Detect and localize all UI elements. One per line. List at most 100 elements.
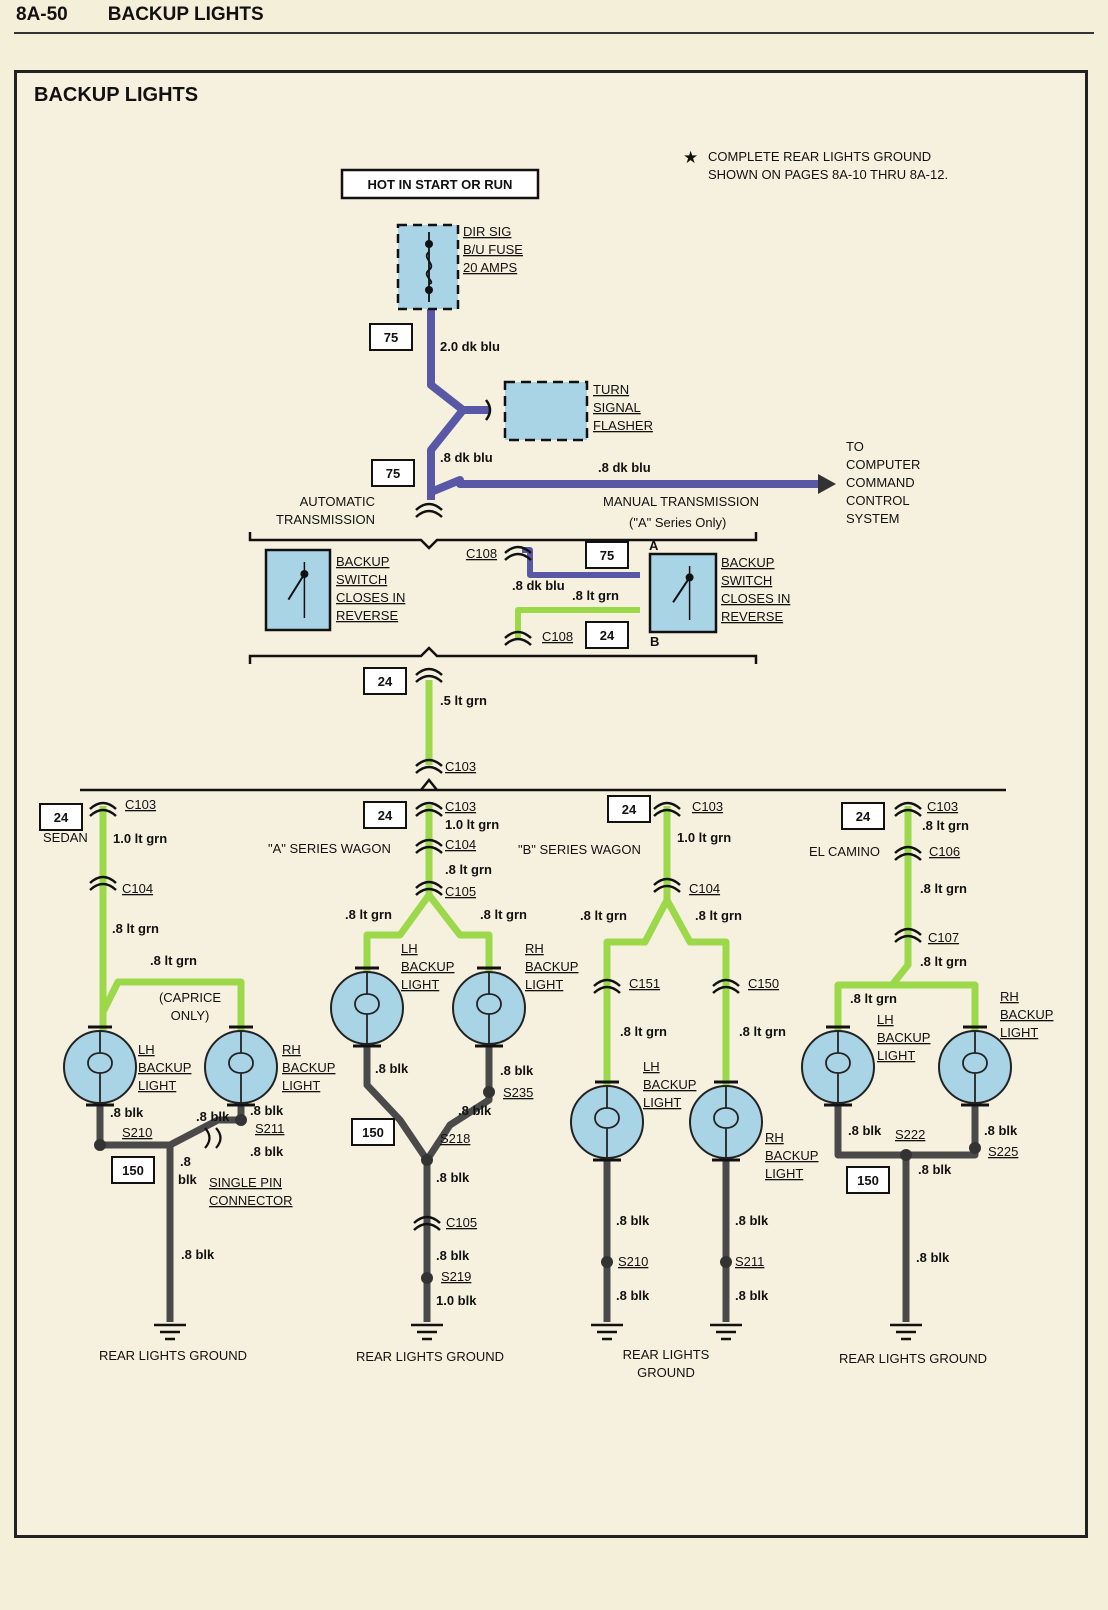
ec-ground-label: REAR LIGHTS GROUND [839, 1351, 987, 1366]
turn-signal-flasher [503, 380, 589, 442]
circuit-150-a-wagon-label: 150 [362, 1125, 384, 1140]
circuit-24-main-box [363, 667, 407, 695]
b-wire-8-b: .8 lt grn [695, 908, 742, 923]
wire-a-wagon-to-lh [363, 892, 432, 972]
wire-label-2-dk-blu: 2.0 dk blu [440, 339, 500, 354]
b-wire-8-d: .8 lt grn [739, 1024, 786, 1039]
conn-c108-a [504, 545, 532, 561]
pin-b-label: B [650, 634, 659, 649]
auto-switch-label-line-3: CLOSES IN [336, 590, 405, 605]
a-blk-a: .8 blk [375, 1061, 409, 1076]
wire-b-wagon-to-rh [663, 898, 730, 1085]
sedan-wire-8-a: .8 lt grn [112, 921, 159, 936]
sedan-s210-label: S210 [122, 1125, 152, 1140]
conn-b-c150 [712, 978, 740, 994]
circuit-150-el-camino-label: 150 [857, 1173, 879, 1188]
wire-label-c108-dk-blu: .8 dk blu [512, 578, 565, 593]
ec-lh-label-line-2: BACKUP [877, 1030, 930, 1045]
wire-b-wagon-to-lh [603, 898, 671, 1085]
splice-s222 [900, 1149, 912, 1161]
a-blk-d: .8 blk [436, 1170, 470, 1185]
circuit-150-a-wagon-box [351, 1118, 395, 1146]
caprice-label-line-1: (CAPRICE [159, 990, 221, 1005]
sedan-blk-e-2: blk [178, 1172, 198, 1187]
ec-rh-label-line-3: LIGHT [1000, 1025, 1038, 1040]
sedan-wire-10: 1.0 lt grn [113, 831, 167, 846]
a-ground-label: REAR LIGHTS GROUND [356, 1349, 504, 1364]
a-blk-f: 1.0 blk [436, 1293, 477, 1308]
circuit-75-c-box [585, 541, 629, 569]
a-rh-label-line-2: BACKUP [525, 959, 578, 974]
wire-flasher-to-trans [427, 407, 467, 500]
variant-el-camino: EL CAMINO [809, 844, 880, 859]
b-c103-label: C103 [692, 799, 723, 814]
conn-label-c103-main: C103 [445, 759, 476, 774]
b-rh-label-line-1: RH [765, 1130, 784, 1145]
circuit-75-c-label: 75 [600, 548, 614, 563]
a-c105-label: C105 [445, 884, 476, 899]
wire-sedan-ground-rh [168, 1103, 245, 1149]
a-wire-8-b: .8 lt grn [345, 907, 392, 922]
ground-note-line-2: SHOWN ON PAGES 8A-10 THRU 8A-12. [708, 167, 948, 182]
a-s218-label: S218 [440, 1131, 470, 1146]
variant-bus-tip [420, 777, 438, 791]
auto-trans-label-line-1: AUTOMATIC [300, 494, 375, 509]
manual-switch-label-line-1: BACKUP [721, 555, 774, 570]
manual-switch-label-line-4: REVERSE [721, 609, 783, 624]
caprice-label-line-2: ONLY) [171, 1008, 210, 1023]
b-ground-label-line-1: REAR LIGHTS [623, 1347, 710, 1362]
circuit-24-el-camino-label: 24 [856, 809, 871, 824]
b-lh-label-line-2: BACKUP [643, 1077, 696, 1092]
circuit-24-el-camino-box [841, 802, 885, 830]
auto-switch-label-line-4: REVERSE [336, 608, 398, 623]
wire-a-wagon-ground-rh [424, 1045, 493, 1162]
a-blk-c: .8 blk [458, 1103, 492, 1118]
wire-sedan-to-rh [99, 978, 245, 1030]
sedan-lh-label-line-1: LH [138, 1042, 155, 1057]
sedan-ground-label: REAR LIGHTS GROUND [99, 1348, 247, 1363]
b-lh-label-line-1: LH [643, 1059, 660, 1074]
splice-s210 [94, 1139, 106, 1151]
a-rh-label-line-1: RH [525, 941, 544, 956]
computer-label-line-3: COMMAND [846, 475, 915, 490]
b-wagon-lh-lamp-filament [594, 1086, 620, 1158]
a-wagon-lh-lamp-filament [354, 972, 380, 1044]
flasher-label-line-2: SIGNAL [593, 400, 641, 415]
b-blk-a: .8 blk [616, 1213, 650, 1228]
computer-label-line-5: SYSTEM [846, 511, 899, 526]
b-wire-10: 1.0 lt grn [677, 830, 731, 845]
conn-label-c108-a: C108 [466, 546, 497, 561]
ec-wire-8-d: .8 lt grn [850, 991, 897, 1006]
el-camino-rh-lamp-filament [962, 1031, 988, 1103]
splice-s225 [969, 1142, 981, 1154]
ec-blk-d: .8 blk [916, 1250, 950, 1265]
ec-rh-label-line-2: BACKUP [1000, 1007, 1053, 1022]
flasher-label-line-1: TURN [593, 382, 629, 397]
sedan-blk-c: .8 blk [250, 1103, 284, 1118]
circuit-24-a-wagon-label: 24 [378, 808, 393, 823]
computer-label-line-4: CONTROL [846, 493, 910, 508]
b-ground-label-line-2: GROUND [637, 1365, 695, 1380]
ec-s225-label: S225 [988, 1144, 1018, 1159]
sedan-rh-lamp-filament [228, 1031, 254, 1103]
b-wagon-rh-lamp-filament [713, 1086, 739, 1158]
page-number: 8A-50 [16, 4, 68, 25]
hot-in-start-label: HOT IN START OR RUN [368, 177, 513, 192]
circuit-24-sedan-label: 24 [54, 810, 69, 825]
auto-trans-label-line-2: TRANSMISSION [276, 512, 375, 527]
variant-sedan: SEDAN [43, 830, 88, 845]
sedan-blk-b: .8 blk [196, 1109, 230, 1124]
conn-sedan-c103 [89, 801, 117, 817]
ec-s222-label: S222 [895, 1127, 925, 1142]
sedan-wire-8-b: .8 lt grn [150, 953, 197, 968]
circuit-75-b-label: 75 [386, 466, 400, 481]
splice-s235 [483, 1086, 495, 1098]
circuit-75-b-box [371, 459, 415, 487]
ec-c103-label: C103 [927, 799, 958, 814]
sedan-rh-label-line-2: BACKUP [282, 1060, 335, 1075]
a-c104-label: C104 [445, 837, 476, 852]
b-blk-d: .8 blk [735, 1288, 769, 1303]
ec-lh-label-line-1: LH [877, 1012, 894, 1027]
fuse-label-line-2: B/U FUSE [463, 242, 523, 257]
sedan-s211-label: S211 [255, 1121, 284, 1136]
